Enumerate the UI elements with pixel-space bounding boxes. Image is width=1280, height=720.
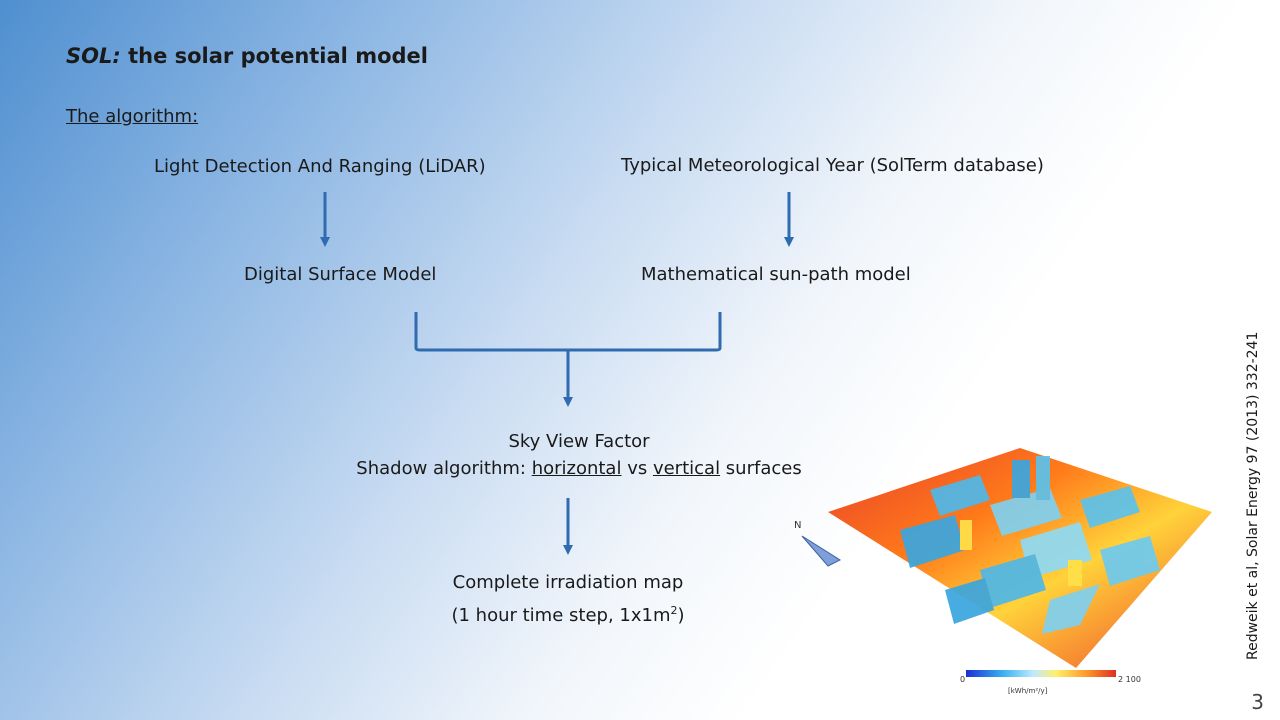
merge-bracket	[414, 312, 722, 352]
scale-min-label: 0	[960, 675, 965, 684]
map-line2: (1 hour time step, 1x1m2)	[451, 604, 685, 626]
north-arrow-icon	[801, 535, 842, 567]
page-number: 3	[1251, 690, 1264, 714]
citation: Redweik et al, Solar Energy 97 (2013) 33…	[1245, 331, 1261, 660]
scale-unit-label: [kWh/m²/y]	[1008, 687, 1048, 695]
color-scale-bar	[966, 670, 1116, 677]
map-line1: Complete irradiation map	[452, 572, 684, 593]
svf-line1: Sky View Factor	[508, 431, 650, 452]
north-label: N	[794, 520, 801, 531]
node-svf: Sky View Factor Shadow algorithm: horizo…	[340, 428, 818, 482]
svf-line2: Shadow algorithm: horizontal vs vertical…	[356, 458, 802, 479]
irradiation-map-figure: N 0 2 100 [kWh/m²/y]	[794, 448, 1212, 695]
svf-vertical: vertical	[652, 458, 721, 479]
node-irradiation-map: Complete irradiation map (1 hour time st…	[418, 569, 718, 630]
svf-horizontal: horizontal	[531, 458, 622, 479]
scale-max-label: 2 100	[1118, 675, 1141, 684]
slide-title: SOL: the solar potential model	[66, 44, 428, 68]
building-blocks	[900, 456, 1160, 634]
node-sunpath: Mathematical sun-path model	[641, 264, 911, 285]
title-italic: SOL:	[66, 44, 121, 68]
node-tmy: Typical Meteorological Year (SolTerm dat…	[621, 155, 1044, 176]
slide-subtitle: The algorithm:	[66, 106, 199, 127]
node-lidar: Light Detection And Ranging (LiDAR)	[154, 156, 486, 177]
node-dsm: Digital Surface Model	[244, 264, 437, 285]
title-rest: the solar potential model	[120, 44, 428, 68]
